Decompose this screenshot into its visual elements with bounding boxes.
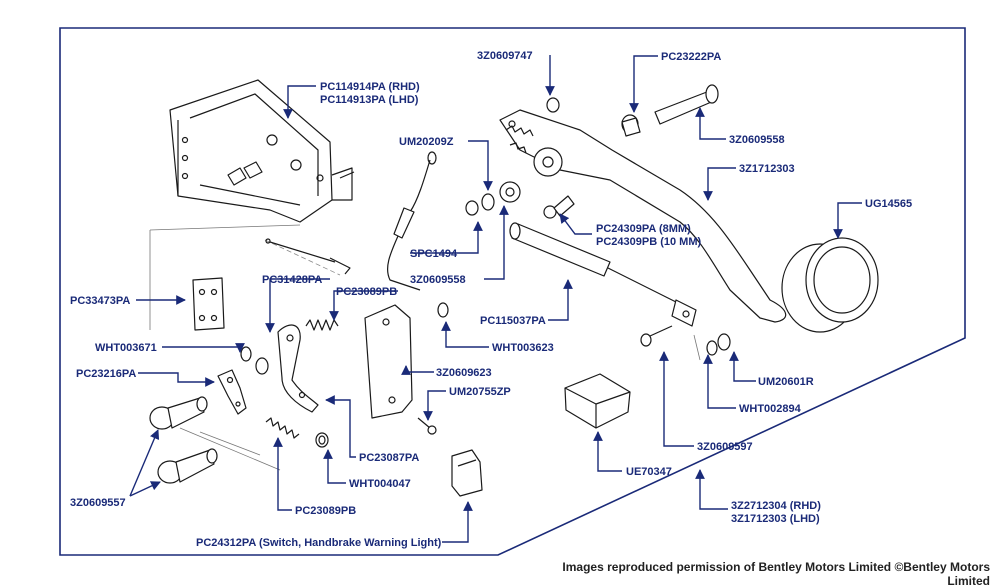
label-um20209z: UM20209Z [399, 136, 454, 148]
pedal-arm-part [499, 109, 787, 323]
label-3z0609558-mid: 3Z0609558 [410, 274, 466, 286]
label-wht004047: WHT004047 [349, 478, 411, 490]
side-plate-part [364, 304, 413, 419]
label-pc33473pa: PC33473PA [70, 295, 130, 307]
washers-center [437, 97, 560, 318]
label-3z1712303-lhd: 3Z1712303 (LHD) [731, 513, 820, 525]
label-wht002894: WHT002894 [739, 403, 802, 415]
label-pc115037pa: PC115037PA [480, 315, 546, 327]
pins-part [149, 396, 218, 484]
diagram-frame [59, 27, 966, 556]
label-um20601r: UM20601R [758, 376, 814, 388]
screw-part [417, 417, 437, 435]
bolt-part [543, 195, 575, 219]
label-3z1712303: 3Z1712303 [739, 163, 795, 175]
pawl-part [217, 369, 247, 415]
copyright-credit: Images reproduced permission of Bentley … [562, 560, 990, 588]
label-pc23089pb-top: PC23089PB [336, 286, 397, 298]
label-pc24309pb: PC24309PB (10 MM) [596, 236, 701, 248]
label-pc24309pa: PC24309PA (8MM) [596, 223, 691, 235]
spring-bottom-part [265, 417, 300, 439]
spring-rod-part [265, 238, 351, 275]
label-um20755zp: UM20755ZP [449, 386, 511, 398]
leader-lines [129, 55, 862, 543]
lever-part [277, 324, 319, 413]
label-pc114913pa: PC114913PA (LHD) [320, 94, 419, 106]
gas-strut-part [509, 222, 697, 327]
cable-part [386, 151, 437, 291]
label-3z2712304: 3Z2712304 (RHD) [731, 500, 821, 512]
assembly-guide-lines [149, 224, 701, 471]
label-3z0609623: 3Z0609623 [436, 367, 492, 379]
label-pc31428pa: PC31428PA [262, 274, 322, 286]
label-pc23216pa: PC23216PA [76, 368, 136, 380]
washers-left [240, 346, 329, 448]
rubber-pad-part [564, 373, 631, 429]
label-ug14565: UG14565 [865, 198, 912, 210]
label-pc23222pa: PC23222PA [661, 51, 721, 63]
label-ue70347: UE70347 [626, 466, 672, 478]
label-wht003671: WHT003671 [95, 342, 157, 354]
pivot-pin-part [621, 84, 719, 137]
label-pc24312pa: PC24312PA (Switch, Handbrake Warning Lig… [196, 537, 442, 549]
spring-top-part [305, 319, 339, 331]
plate-part [192, 277, 225, 331]
washers-right [706, 333, 731, 356]
label-pc114914pa: PC114914PA (RHD) [320, 81, 420, 93]
pedal-pad-part [781, 237, 879, 333]
label-spc1494: SPC1494 [410, 248, 458, 260]
label-3z0609747: 3Z0609747 [477, 50, 533, 62]
clevis-pin-part [640, 325, 673, 347]
label-3z0609557: 3Z0609557 [70, 497, 126, 509]
label-pc23087pa: PC23087PA [359, 452, 419, 464]
label-3z0609558-top: 3Z0609558 [729, 134, 785, 146]
label-pc23089pb-bottom: PC23089PB [295, 505, 356, 517]
label-3z0609597: 3Z0609597 [697, 441, 753, 453]
warning-switch-part [451, 449, 483, 497]
label-wht003623: WHT003623 [492, 342, 554, 354]
